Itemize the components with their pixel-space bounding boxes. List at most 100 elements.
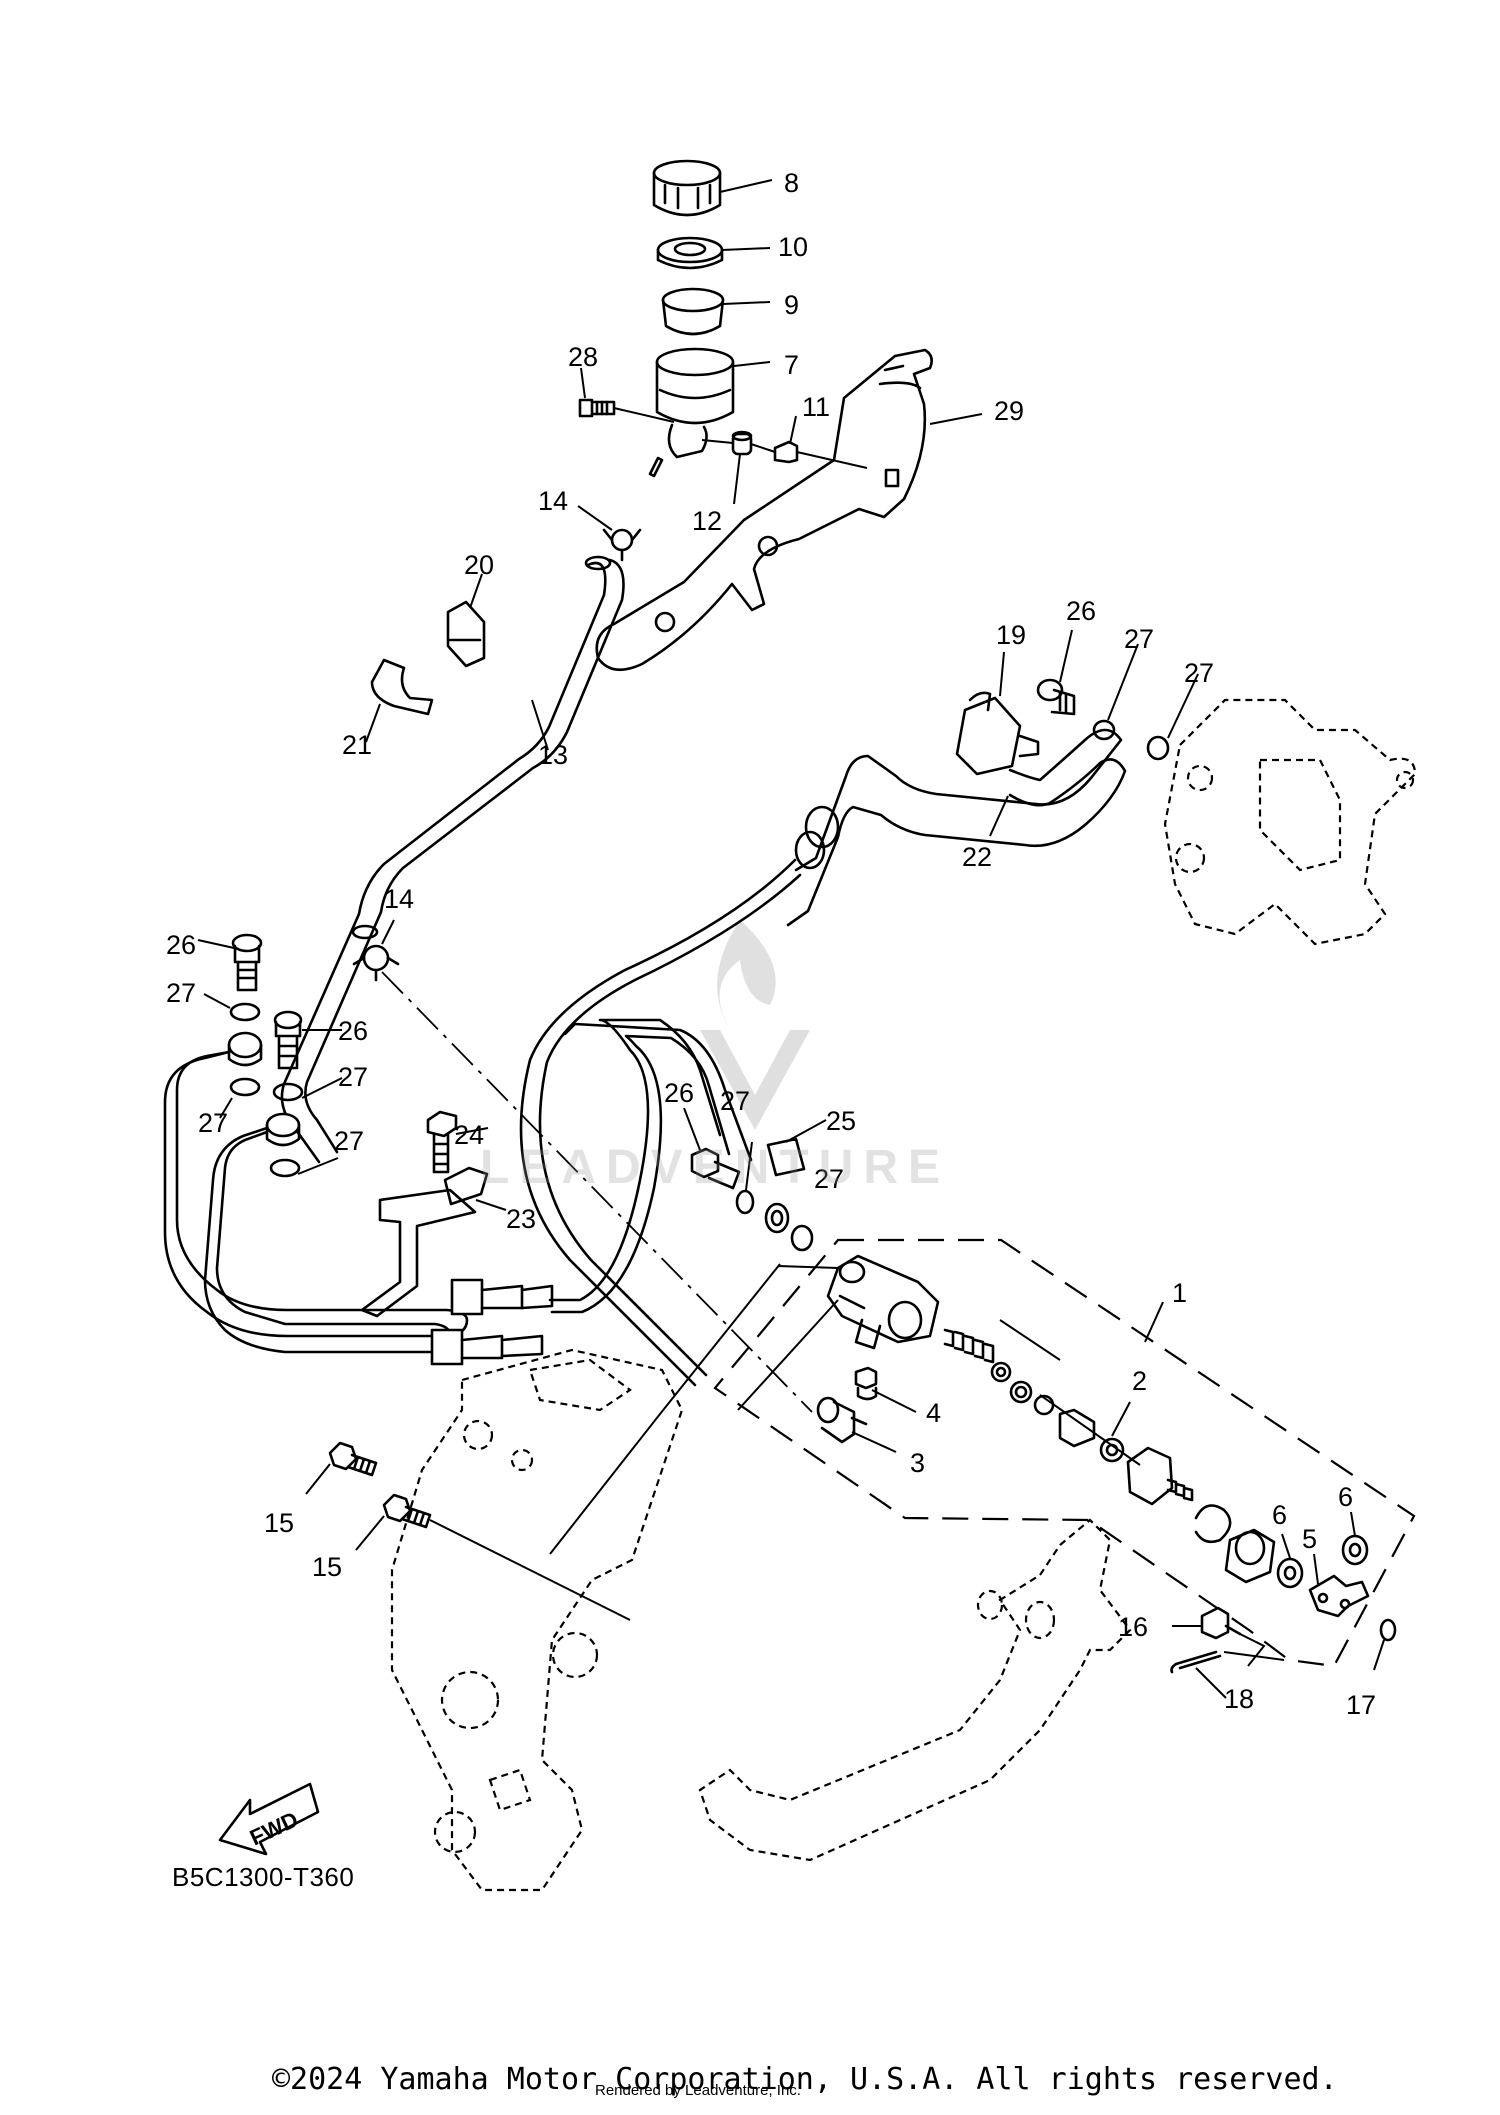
callout-28: 28 [568, 342, 598, 372]
union-bolt-26d [690, 1147, 741, 1190]
watermark-text: LEADVENTURE [480, 1141, 951, 1194]
callout-16: 16 [1118, 1612, 1148, 1642]
callout-8: 8 [784, 168, 799, 198]
callout-27-left-a: 27 [166, 978, 196, 1008]
brake-pedal-ghost [698, 1518, 1132, 1862]
callout-26-mid: 26 [664, 1078, 694, 1108]
callout-29: 29 [994, 396, 1024, 426]
callout-6-right: 6 [1338, 1482, 1353, 1512]
callout-15-upper: 15 [264, 1508, 294, 1538]
diagram-code: B5C1300-T360 [172, 1862, 355, 1892]
callout-27-upper-a: 27 [1124, 624, 1154, 654]
callout-2: 2 [1132, 1366, 1147, 1396]
callout-labels: 8 10 9 28 7 11 29 14 12 20 21 13 19 26 2… [166, 168, 1376, 1720]
callout-27-mid-a: 27 [720, 1086, 750, 1116]
clip-21 [370, 658, 434, 716]
union-bolt-26c [273, 1010, 303, 1070]
leader-assembly-left [549, 1263, 839, 1555]
callout-27-left-c: 27 [198, 1108, 228, 1138]
footrest-bracket-ghost [390, 1348, 684, 1892]
leader-15 [429, 1519, 631, 1621]
banjo-fitting-left-a [227, 1031, 263, 1067]
callout-10: 10 [778, 232, 808, 262]
diaphragm-holder-10 [656, 236, 724, 270]
callout-6-left: 6 [1272, 1500, 1287, 1530]
diaphragm-9 [661, 287, 725, 336]
callout-25: 25 [826, 1106, 856, 1136]
callout-24: 24 [454, 1120, 484, 1150]
master-cylinder-body [826, 1254, 940, 1350]
piston-kit-2 [943, 1319, 1276, 1584]
banjo-fitting-25 [764, 1202, 790, 1234]
reservoir-7 [655, 347, 735, 459]
rendered-by-credit: Rendered by Leadventure, Inc. [595, 2082, 801, 2099]
callout-27-upper-b: 27 [1184, 658, 1214, 688]
hose-13 [280, 555, 625, 1164]
callout-18: 18 [1224, 1684, 1254, 1714]
callout-17: 17 [1346, 1690, 1376, 1720]
callout-7: 7 [784, 350, 799, 380]
clip-20 [446, 600, 486, 668]
washer-17 [1379, 1618, 1397, 1642]
gasket-27h [269, 1158, 301, 1178]
callout-13: 13 [538, 740, 568, 770]
clamp-bracket-23 [360, 1166, 489, 1318]
banjo-fitting-left-b [265, 1112, 301, 1147]
long-brake-line [519, 858, 802, 1387]
grommet-12 [701, 430, 753, 456]
gasket-27c [229, 1002, 261, 1022]
callout-1: 1 [1172, 1278, 1187, 1308]
caliper-ghost [1163, 698, 1417, 946]
callout-4: 4 [926, 1398, 941, 1428]
pipe-joints-left [430, 1278, 554, 1366]
copyright-notice: ©2024 Yamaha Motor Corporation, U.S.A. A… [272, 2062, 1338, 2097]
callout-26-left-a: 26 [166, 930, 196, 960]
gasket-27g [790, 1224, 814, 1252]
pin-16 [1200, 1606, 1242, 1640]
callout-12: 12 [692, 506, 722, 536]
callout-27-left-d: 27 [334, 1126, 364, 1156]
fwd-arrow-icon: FWD [218, 1782, 320, 1856]
callout-5: 5 [1302, 1524, 1317, 1554]
callout-27-mid-b: 27 [814, 1164, 844, 1194]
callout-leaders [197, 179, 1385, 1699]
bolt-24 [426, 1110, 458, 1174]
nut-6b [1341, 1534, 1369, 1566]
callout-11: 11 [802, 392, 830, 422]
hose-clamp-14a [602, 456, 664, 562]
union-bolt-26b [231, 933, 263, 992]
callout-23: 23 [506, 1204, 536, 1234]
union-bolt-26a [1036, 678, 1076, 716]
callout-3: 3 [910, 1448, 925, 1478]
callout-21: 21 [342, 730, 372, 760]
gasket-27e [272, 1082, 304, 1102]
bolt-28 [578, 398, 675, 423]
bracket-29 [595, 348, 933, 672]
bolt-15a [328, 1441, 378, 1477]
hose-clamp-14b [352, 944, 400, 982]
callout-14-upper: 14 [538, 486, 568, 516]
cotter-pin-18 [1170, 1650, 1222, 1674]
hose-25 [548, 1018, 806, 1314]
nut-6a [1276, 1557, 1304, 1589]
gasket-27f [735, 1189, 755, 1215]
callout-26-upper: 26 [1066, 596, 1096, 626]
gasket-27a [1092, 719, 1116, 741]
reservoir-cap-8 [652, 159, 722, 217]
watermark-logo [700, 920, 810, 1130]
clevis-5 [1308, 1574, 1370, 1618]
callout-9: 9 [784, 290, 799, 320]
brake-pipes-left [163, 1050, 469, 1354]
callout-26-left-b: 26 [338, 1016, 368, 1046]
callout-27-left-b: 27 [338, 1062, 368, 1092]
brake-light-switch-19 [955, 691, 1040, 776]
callout-20: 20 [464, 550, 494, 580]
assembly-boundary-1 [713, 1238, 1416, 1668]
collar-11 [750, 440, 868, 469]
gasket-27d [229, 1077, 261, 1097]
bolt-15b [382, 1493, 432, 1529]
link-lines-16-18 [1223, 1633, 1285, 1667]
callout-14-lower: 14 [384, 884, 414, 914]
callout-15-lower: 15 [312, 1552, 342, 1582]
